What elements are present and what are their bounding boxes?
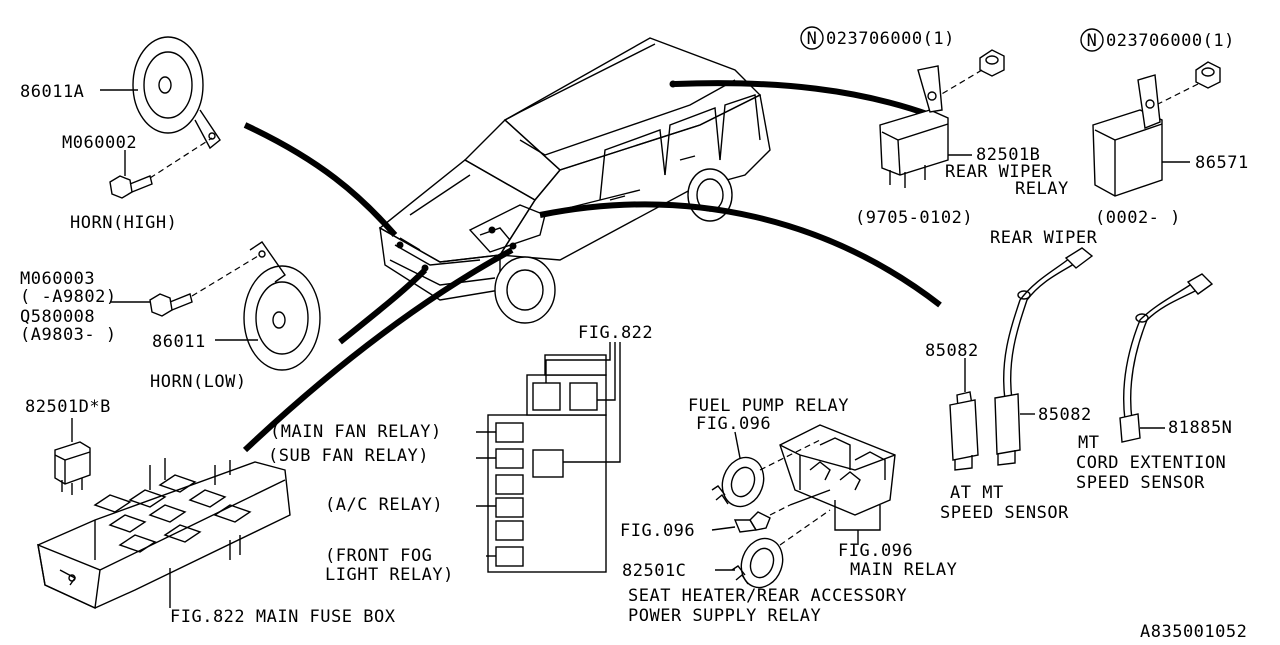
speed-sensor-icon — [949, 247, 1094, 471]
labels: 86011A M060002 HORN(HIGH) M060003 ( -A98… — [20, 29, 1249, 642]
label-rear-wiper-part: 86571 — [1195, 153, 1249, 173]
n-mark-label: N — [807, 29, 818, 49]
horn-high-icon — [100, 36, 221, 150]
label-fuse-box: FIG.822 MAIN FUSE BOX — [170, 607, 396, 627]
label-rear-wiper-relay-2: RELAY — [1015, 179, 1069, 199]
label-horn-high: HORN(HIGH) — [70, 213, 177, 233]
relay-icon — [715, 509, 831, 589]
leader-lines — [242, 80, 942, 453]
label-sub-fan-relay: (SUB FAN RELAY) — [268, 446, 429, 466]
label-fig096-left: FIG.096 — [620, 521, 695, 541]
label-rear-wiper-relay-1: REAR WIPER — [945, 162, 1053, 182]
n-mark-2: N — [1080, 28, 1104, 52]
label-speed-sensor-part-2: 85082 — [1038, 405, 1092, 425]
label-front-fog-1: (FRONT FOG — [325, 546, 432, 566]
label-rear-wiper-range: (0002- ) — [1095, 208, 1181, 228]
label-rear-wiper-relay-range: (9705-0102) — [855, 208, 973, 228]
cord-icon — [1119, 273, 1214, 443]
label-horn-low-bolt-2-range: (A9803- ) — [20, 325, 117, 345]
relay-icon — [1092, 74, 1190, 197]
label-diagram-code: A835001052 — [1140, 622, 1247, 640]
nut-icon — [939, 49, 1005, 96]
label-cord-1: CORD EXTENTION — [1076, 453, 1226, 473]
label-front-fog-2: LIGHT RELAY) — [325, 565, 454, 585]
label-seat-heater-1: SEAT HEATER/REAR ACCESSORY — [628, 586, 907, 606]
label-rear-wiper: REAR WIPER — [990, 228, 1098, 248]
label-fuel-pump-fig: FIG.096 — [696, 414, 771, 434]
label-fig822: FIG.822 — [578, 323, 653, 343]
label-speed-sensor-part-1: 85082 — [925, 341, 979, 361]
label-cord-2: SPEED SENSOR — [1076, 473, 1205, 493]
n-mark-1: N — [800, 26, 824, 50]
relay-icon — [879, 65, 972, 188]
label-rear-wiper-relay-part: 82501B — [976, 145, 1040, 165]
label-nut-part-1: 023706000(1) — [826, 29, 955, 49]
relay-layout-icon — [476, 342, 621, 573]
bolt-icon — [110, 255, 259, 317]
label-horn-low-bolt-1: M060003 — [20, 269, 95, 289]
label-speed-sensor: SPEED SENSOR — [940, 503, 1069, 523]
label-horn-high-bolt: M060002 — [62, 133, 137, 153]
label-horn-low-part: 86011 — [152, 332, 206, 352]
label-main-fan-relay: (MAIN FAN RELAY) — [270, 422, 442, 442]
relay-icon — [54, 418, 91, 495]
label-main-relay-fig: FIG.096 — [838, 541, 913, 561]
label-ac-relay: (A/C RELAY) — [325, 495, 443, 515]
bolt-icon — [109, 137, 213, 199]
label-horn-low-bolt-1-range: ( -A9802) — [20, 287, 117, 307]
label-main-relay: MAIN RELAY — [850, 560, 957, 580]
relay-bracket-icon — [779, 424, 896, 545]
n-mark-label: N — [1087, 31, 1098, 51]
relay-icon — [711, 489, 831, 533]
label-horn-high-part: 86011A — [20, 82, 84, 102]
label-fuel-pump-relay: FUEL PUMP RELAY — [688, 396, 849, 416]
horn-low-icon — [215, 241, 321, 371]
label-horn-low-bolt-2: Q580008 — [20, 307, 95, 327]
label-horn-low: HORN(LOW) — [150, 372, 247, 392]
label-cord-mt: MT — [1078, 433, 1099, 453]
label-fuse-box-relay-part: 82501D*B — [25, 397, 111, 417]
nut-icon — [1157, 61, 1221, 105]
relay-icon — [711, 431, 821, 508]
label-seat-heater-2: POWER SUPPLY RELAY — [628, 606, 821, 626]
fuse-box-icon — [37, 458, 291, 610]
label-seat-heater-part: 82501C — [622, 561, 686, 581]
label-cord-part: 81885N — [1168, 418, 1232, 438]
label-at-mt: AT MT — [950, 483, 1004, 503]
label-nut-part-2: 023706000(1) — [1106, 31, 1235, 51]
